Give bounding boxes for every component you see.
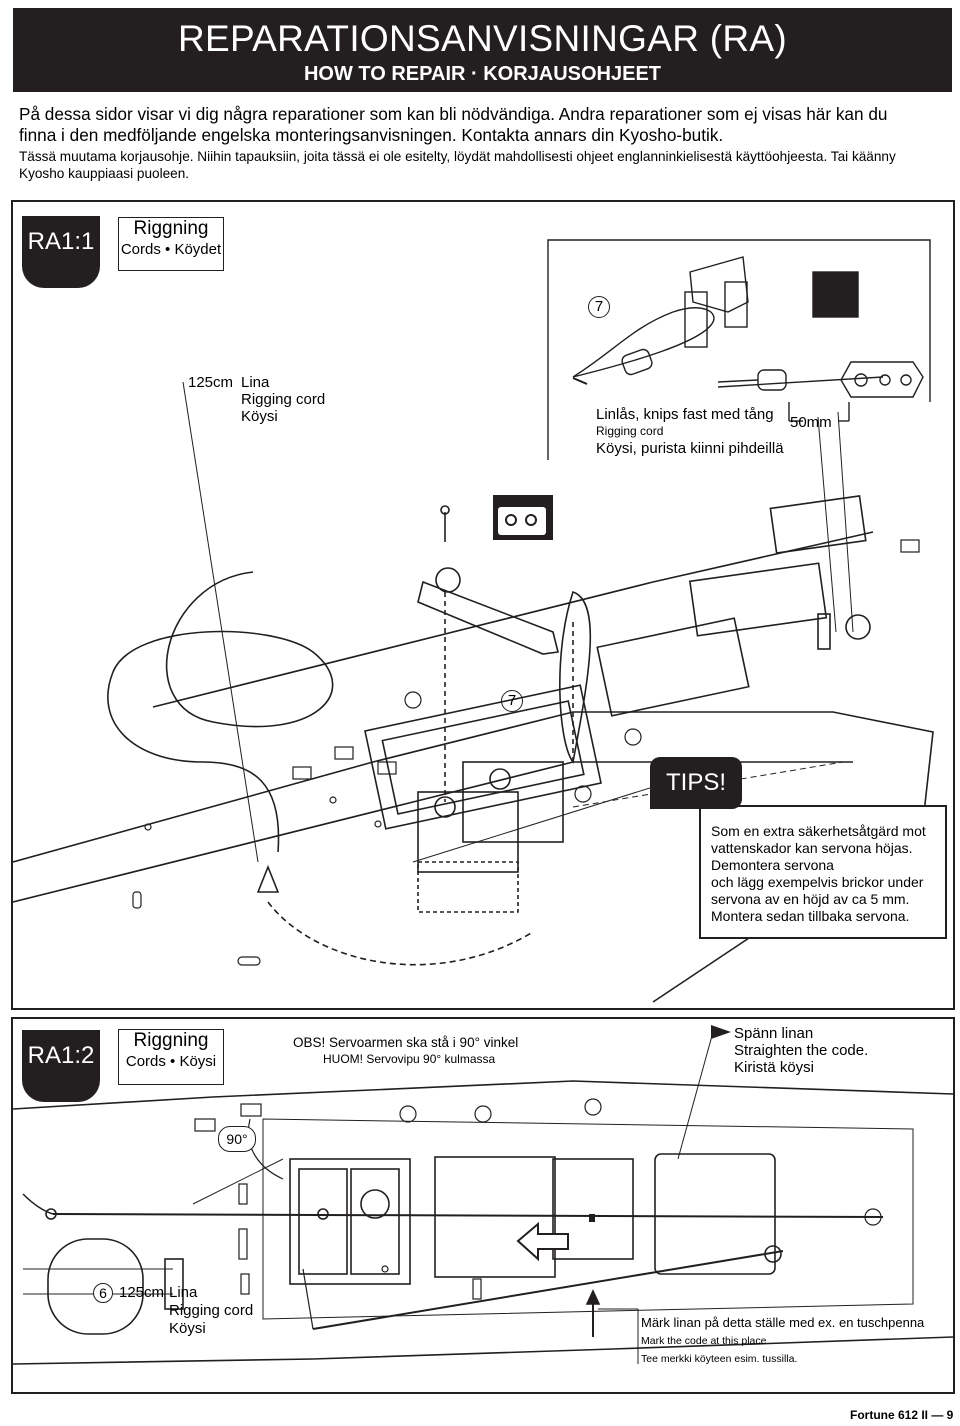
lock-label-en: Rigging cord: [596, 424, 664, 438]
tips-line: servona av en höjd av ca 5 mm.: [711, 891, 910, 907]
cord-label-sv: Lina: [169, 1284, 198, 1301]
tension-label-sv: Spänn linan: [734, 1025, 814, 1042]
obs-label-fi: HUOM! Servovipu 90° kulmassa: [323, 1052, 496, 1066]
cord-label-en: Rigging cord: [241, 391, 326, 408]
cord-label-en: Rigging cord: [169, 1302, 254, 1319]
transmitter-icon: [493, 495, 553, 540]
tips-line: Demontera servona: [711, 857, 834, 873]
section-tab-ra1-2: RA1:2: [22, 1030, 100, 1102]
tips-line: Som en extra säkerhetsåtgärd mot: [711, 823, 926, 839]
intro-sv-line2: finna i den medföljande engelska monteri…: [19, 125, 724, 145]
tension-label-en: Straighten the code.: [734, 1042, 869, 1059]
part-number-badge: 6: [93, 1283, 113, 1303]
boat-illustration-2: [13, 1025, 953, 1365]
part-number-badge: 7: [588, 296, 610, 318]
panel-ra1-2: RA1:2 Riggning Cords • Köysi OBS! Servoa…: [11, 1017, 955, 1394]
page-subtitle: HOW TO REPAIR · KORJAUSOHJEET: [303, 63, 662, 85]
boat-illustration-1: [13, 239, 934, 1003]
section-titlebox-ra1-1: Riggning Cords • Köydet: [118, 217, 224, 271]
cord-label-sv: Lina: [241, 374, 270, 391]
tips-box: Som en extra säkerhetsåtgärd mot vattens…: [699, 805, 947, 939]
mark-label-fi: Tee merkki köyteen esim. tussilla.: [641, 1353, 798, 1365]
cord-label-fi: Köysi: [241, 408, 278, 425]
cord-label-fi: Köysi: [169, 1320, 206, 1337]
lock-label-sv: Linlås, knips fast med tång: [596, 406, 774, 423]
page-title: REPARATIONSANVISNINGAR (RA): [177, 18, 788, 59]
angle-badge: 90°: [218, 1126, 256, 1152]
section-subtitle: Cords • Köydet: [120, 241, 222, 258]
section-subtitle: Cords • Köysi: [125, 1053, 217, 1070]
intro-fi-line1: Tässä muutama korjausohje. Niihin tapauk…: [19, 149, 896, 164]
obs-label-sv: OBS! Servoarmen ska stå i 90° vinkel: [293, 1035, 519, 1050]
page-footer: Fortune 612 II — 9: [850, 1408, 954, 1422]
mark-label-en: Mark the code at this place: [641, 1335, 767, 1347]
lock-label-fi: Köysi, purista kiinni pihdeillä: [596, 440, 784, 457]
tips-badge: TIPS!: [650, 757, 742, 809]
tension-label-fi: Kiristä köysi: [734, 1059, 815, 1076]
cord-length-label: 125cm: [188, 374, 234, 391]
measure-label: 50mm: [790, 414, 832, 431]
cord-length-label: 125cm: [119, 1284, 165, 1301]
section-title: Riggning: [133, 218, 209, 239]
panel-ra1-1: RA1:1 Riggning Cords • Köydet 125cm Lina…: [11, 200, 955, 1010]
page-header: REPARATIONSANVISNINGAR (RA) HOW TO REPAI…: [13, 8, 952, 92]
intro-fi-line2: Kyosho kauppiaasi puoleen.: [19, 166, 190, 181]
section-titlebox-ra1-2: Riggning Cords • Köysi: [118, 1029, 224, 1085]
tips-line: Montera sedan tillbaka servona.: [711, 908, 910, 924]
tips-text: Som en extra säkerhetsåtgärd mot vattens…: [711, 823, 926, 925]
tips-line: och lägg exempelvis brickor under: [711, 874, 924, 890]
tips-line: vattenskador kan servona höjas.: [711, 840, 913, 856]
intro-sv-line1: På dessa sidor visar vi dig några repara…: [19, 104, 888, 124]
section-tab-ra1-1: RA1:1: [22, 216, 100, 288]
part-number-badge-deck: 7: [501, 690, 523, 712]
mark-label-sv: Märk linan på detta ställe med ex. en tu…: [641, 1315, 925, 1330]
section-title: Riggning: [133, 1030, 209, 1051]
